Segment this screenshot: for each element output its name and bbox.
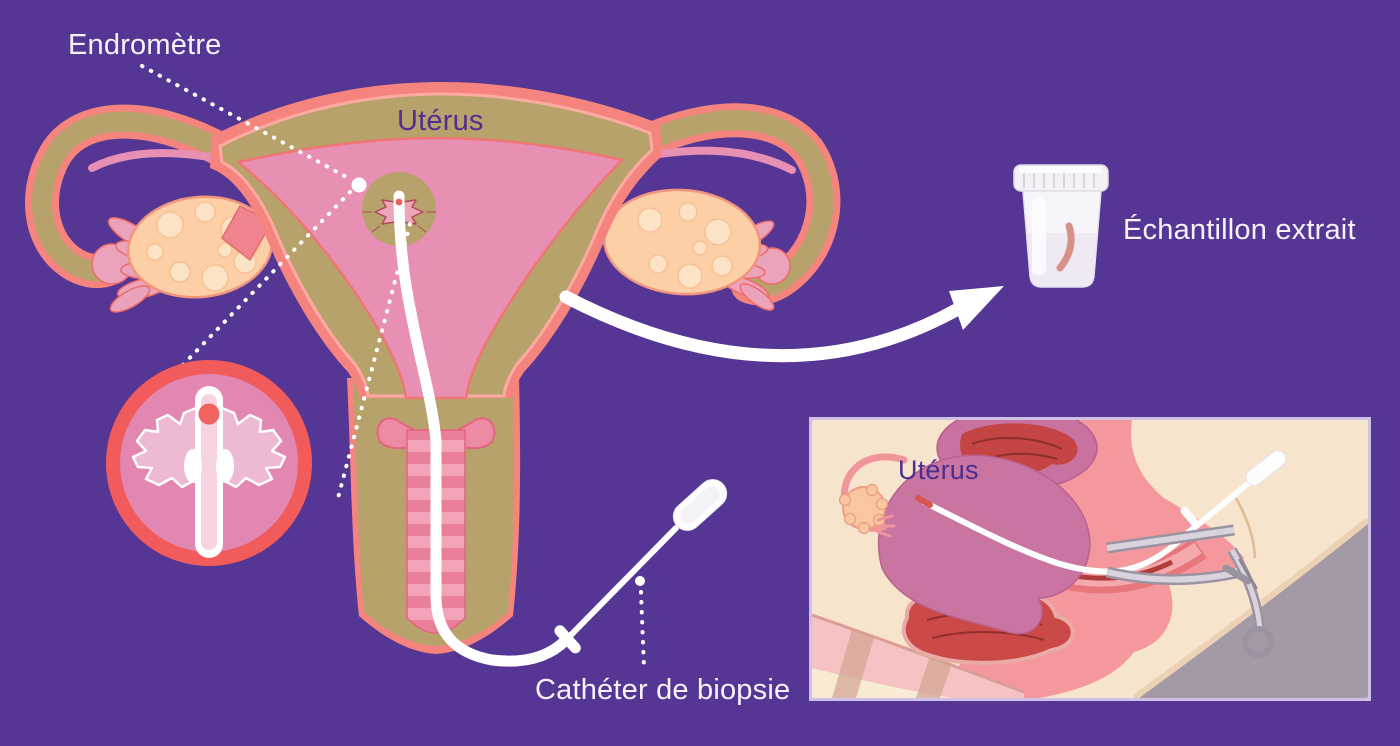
catheter-handle [672, 479, 728, 531]
left-ovary [126, 195, 274, 299]
speculum-icon [1105, 524, 1274, 658]
inset-catheter [915, 450, 1287, 575]
uterus-label: Utérus [397, 105, 484, 137]
uterus-body [210, 82, 662, 400]
curved-arrow-icon [559, 286, 1004, 363]
sagittal-inset [809, 417, 1371, 701]
biopsy-catheter-label: Cathéter de biopsie [535, 674, 791, 706]
inset-uterus-label: Utérus [898, 455, 979, 485]
endometrium-anchor-dot [351, 177, 367, 193]
catheter-anchor-dot [635, 576, 645, 586]
endometrium-leader-line [140, 64, 354, 182]
zoom-cone-left-line [178, 190, 352, 370]
endometrium-label: Endromètre [68, 29, 222, 61]
sample-extracted-label: Échantillon extrait [1123, 214, 1356, 246]
endometrial-cavity [236, 136, 624, 400]
specimen-container-icon [1013, 164, 1109, 288]
inset-tube-ovary [838, 453, 908, 538]
biopsy-catheter [393, 190, 728, 667]
catheter-tip-magnified [184, 386, 234, 558]
uterus-frontal-view [25, 82, 841, 667]
magnified-tip-inset [106, 360, 312, 566]
tissue-sample [1056, 222, 1075, 272]
right-ovary [602, 188, 762, 296]
catheter-leader-line [639, 590, 646, 670]
inset-uterus-shape [877, 454, 1091, 635]
zoom-cone-right-line [336, 222, 412, 500]
inset-gray-shape [1134, 520, 1368, 698]
suction-hole-magnified [198, 403, 220, 425]
catheter-tip-hole [395, 198, 403, 206]
annotation-lines [140, 64, 646, 670]
catheter-flange [554, 625, 581, 654]
